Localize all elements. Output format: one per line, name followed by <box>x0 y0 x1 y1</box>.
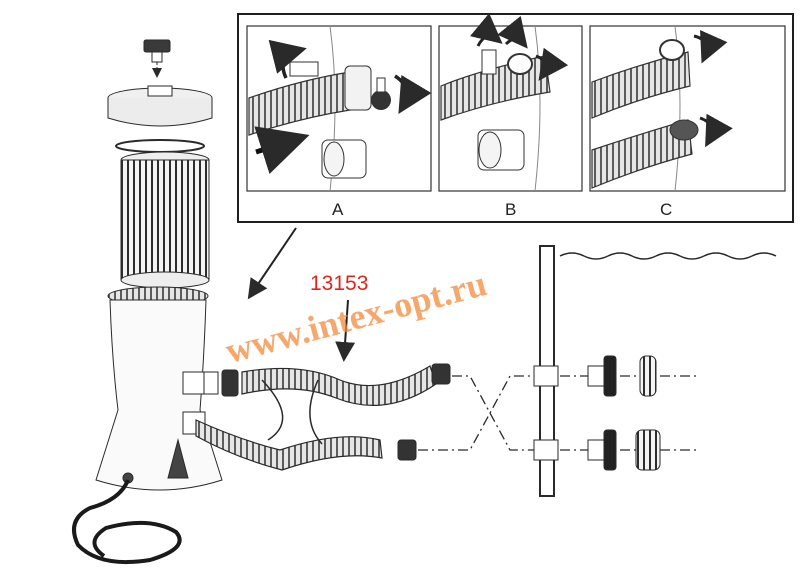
air-release-knob <box>143 39 171 78</box>
inset-panel-c <box>589 25 786 192</box>
rotate-arrow-icon <box>394 74 432 115</box>
strainer-fittings <box>587 355 661 471</box>
part-number-label: 13153 <box>310 272 369 295</box>
power-cord <box>72 479 182 565</box>
rotate-arrow-icon <box>497 15 528 49</box>
pointer-arrow-icon <box>335 299 356 362</box>
filter-cartridge <box>120 151 210 289</box>
water-surface <box>559 252 777 260</box>
rotate-arrow-icon <box>699 113 733 148</box>
filter-cover <box>107 85 213 127</box>
rotate-arrow-icon <box>469 13 503 47</box>
push-arrow-icon <box>254 126 310 174</box>
hose-lower <box>195 419 383 471</box>
hose-assembly <box>195 363 451 471</box>
inset-panel-b <box>438 13 583 192</box>
pool-wall <box>533 245 777 497</box>
inset-panel-a <box>246 25 432 192</box>
filter-pump-exploded <box>72 39 223 565</box>
rotate-arrow-icon <box>693 29 728 64</box>
hose-upper <box>241 365 437 407</box>
rotate-arrow-icon <box>535 47 569 81</box>
inset-panel <box>237 13 794 223</box>
inset-label-b: B <box>505 200 517 219</box>
rotate-arrow-icon <box>268 39 307 79</box>
connection-lines <box>418 375 700 451</box>
pump-housing <box>95 286 223 491</box>
inset-label-a: A <box>332 200 344 219</box>
o-ring <box>115 139 205 153</box>
inset-label-c: C <box>660 200 673 219</box>
pointer-arrow-icon <box>247 227 297 300</box>
